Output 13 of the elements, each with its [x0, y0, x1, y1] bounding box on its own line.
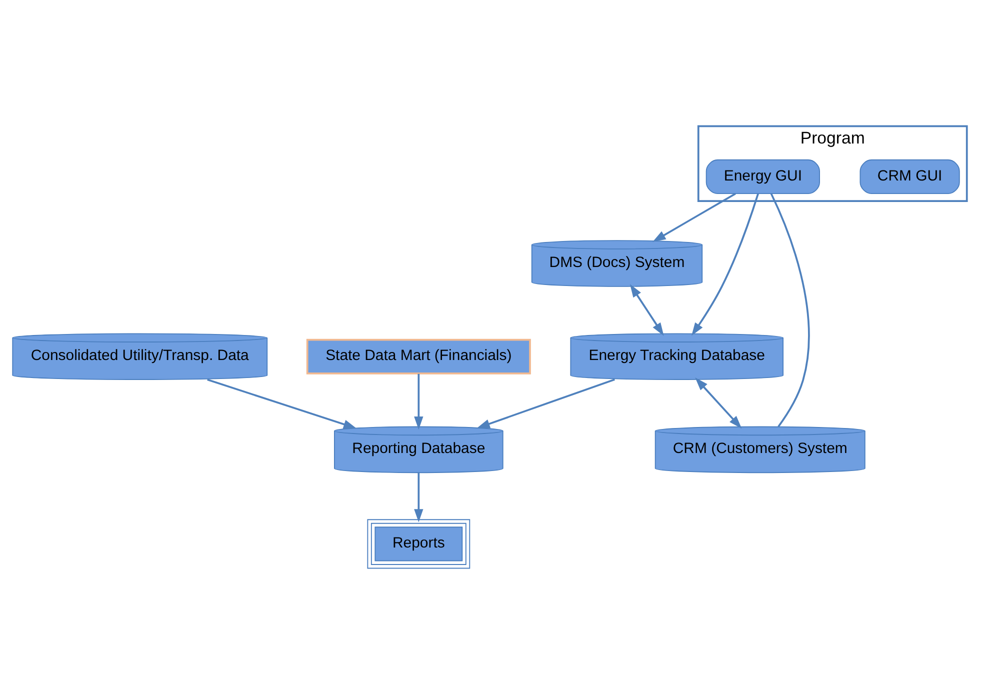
arrow — [630, 284, 664, 336]
node-box: CRM GUI — [860, 159, 960, 194]
arrow — [414, 472, 424, 522]
arrow — [695, 378, 742, 429]
arrow — [692, 193, 759, 336]
arrow — [652, 192, 736, 242]
node-box: Energy GUI — [706, 159, 820, 194]
arrow — [207, 378, 357, 429]
connector — [770, 193, 810, 428]
node-box: Reports — [367, 519, 470, 569]
arrow — [414, 374, 424, 430]
node-box: State Data Mart (Financials) — [306, 338, 531, 374]
arrow — [476, 378, 615, 428]
